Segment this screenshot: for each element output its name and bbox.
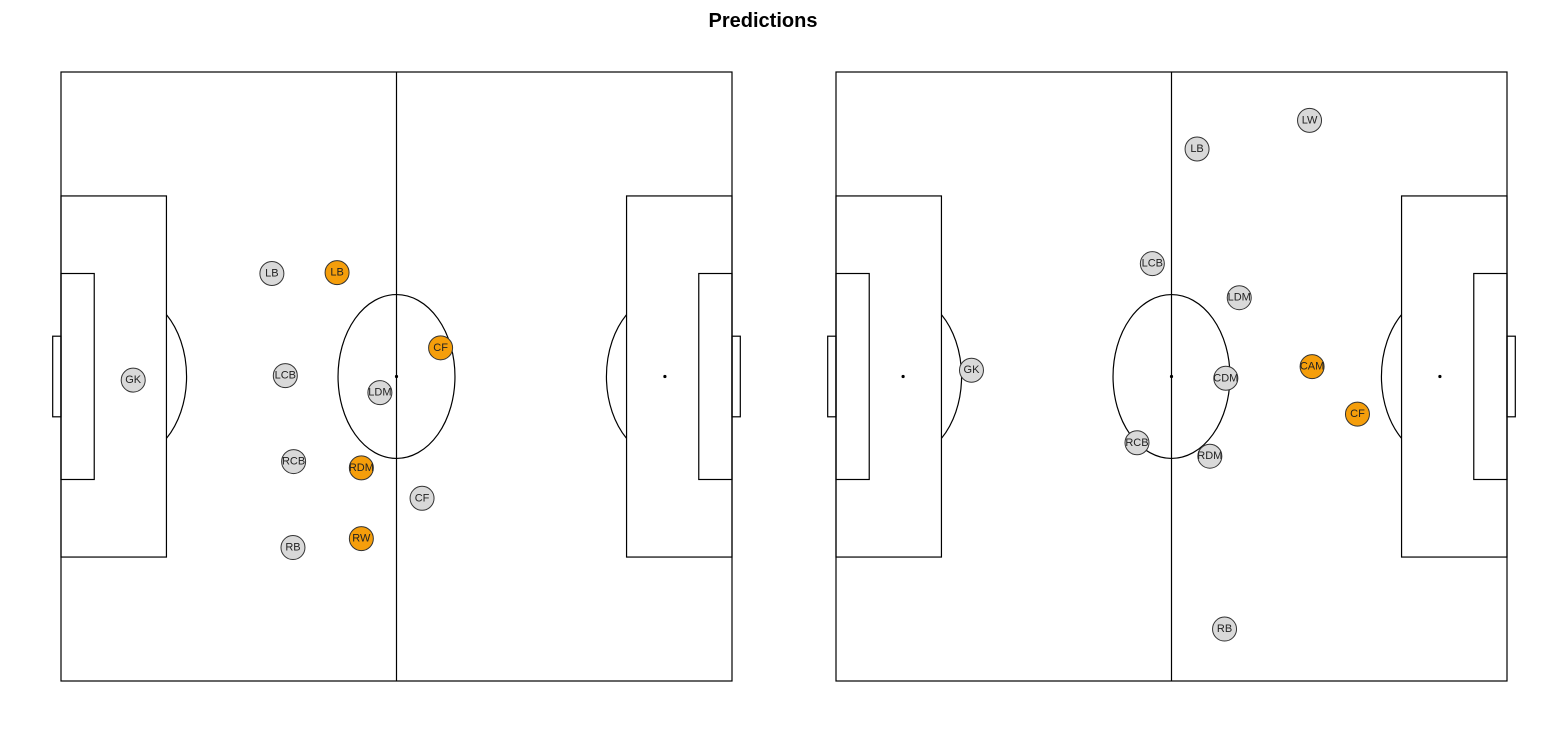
player-label: LDM — [1228, 292, 1251, 304]
player-dot — [280, 535, 306, 561]
player-label: LDM — [368, 387, 391, 399]
pitch-right: LW LB LCB LDM GK CDM RCB RDM RB CAM CF — [827, 71, 1516, 682]
penalty-spot-right — [663, 374, 667, 379]
player-label: CF — [415, 492, 430, 504]
player-marker: GK — [958, 357, 984, 383]
six-yard-box-left — [835, 272, 870, 481]
predicted-player-marker: CAM — [1299, 354, 1325, 380]
player-marker: CDM — [1213, 365, 1239, 391]
goal-left — [52, 335, 62, 418]
player-label: LCB — [275, 370, 296, 382]
penalty-box-left — [835, 195, 943, 558]
player-label: RB — [285, 542, 300, 554]
player-marker: LDM — [1226, 285, 1252, 311]
player-label: CAM — [1300, 361, 1324, 373]
predicted-player-marker: RW — [348, 526, 374, 552]
player-label: RW — [352, 533, 371, 545]
player-marker: RDM — [1197, 443, 1223, 469]
penalty-box-left — [60, 195, 168, 558]
player-marker: LB — [1184, 136, 1210, 162]
penalty-arc-right — [605, 314, 628, 439]
pitch-left: GK LB LCB RCB RB LDM CF LB CF RDM RW — [52, 71, 741, 682]
player-label: LB — [1190, 143, 1203, 155]
penalty-box-right — [625, 195, 733, 558]
player-dot — [1344, 401, 1370, 427]
predicted-player-marker: RDM — [348, 455, 374, 481]
player-label: LW — [1302, 114, 1318, 126]
player-dot — [272, 363, 298, 389]
penalty-spot-right — [1438, 374, 1442, 379]
penalty-arc-left — [165, 314, 188, 439]
player-marker: RB — [280, 535, 306, 561]
player-marker: RCB — [281, 449, 307, 475]
player-marker: GK — [120, 367, 146, 393]
goal-left — [827, 335, 837, 418]
player-dot — [348, 455, 374, 481]
player-label: CF — [433, 342, 448, 354]
page-title: Predictions — [708, 10, 818, 32]
player-label: GK — [964, 364, 981, 376]
player-dot — [1226, 285, 1252, 311]
player-label: LCB — [1142, 258, 1163, 270]
player-label: RDM — [1197, 450, 1222, 462]
player-dot — [367, 380, 393, 406]
player-label: CF — [1350, 408, 1365, 420]
player-label: RCB — [1125, 437, 1148, 449]
player-dot — [1197, 443, 1223, 469]
player-label: LB — [330, 267, 343, 279]
player-marker: RCB — [1124, 430, 1150, 456]
six-yard-box-right — [1473, 272, 1508, 481]
predicted-player-marker: CF — [428, 335, 454, 361]
player-dot — [1124, 430, 1150, 456]
player-marker: LW — [1297, 107, 1323, 133]
penalty-box-right — [1400, 195, 1508, 558]
player-label: RDM — [349, 462, 374, 474]
player-label: RCB — [282, 456, 305, 468]
player-label: LB — [265, 268, 278, 280]
player-marker: RB — [1212, 616, 1238, 642]
penalty-arc-left — [940, 314, 963, 439]
center-circle — [337, 293, 456, 460]
player-dot — [1184, 136, 1210, 162]
player-marker: LDM — [367, 380, 393, 406]
penalty-arc-right — [1380, 314, 1403, 439]
player-marker: LB — [259, 261, 285, 287]
six-yard-box-left — [60, 272, 95, 481]
player-marker: LCB — [272, 363, 298, 389]
player-dot — [1212, 616, 1238, 642]
center-spot — [394, 374, 399, 379]
player-dot — [120, 367, 146, 393]
six-yard-box-right — [698, 272, 733, 481]
goal-right — [731, 335, 741, 418]
player-dot — [1299, 354, 1325, 380]
player-dot — [1213, 365, 1239, 391]
player-dot — [1297, 107, 1323, 133]
player-dot — [1139, 251, 1165, 277]
player-dot — [281, 449, 307, 475]
player-dot — [259, 261, 285, 287]
predicted-player-marker: LB — [324, 260, 350, 286]
center-spot — [1169, 374, 1174, 379]
goal-right — [1506, 335, 1516, 418]
player-dot — [409, 485, 435, 511]
predicted-player-marker: CF — [1344, 401, 1370, 427]
player-label: GK — [125, 374, 142, 386]
player-marker: CF — [409, 485, 435, 511]
player-dot — [324, 260, 350, 286]
player-dot — [428, 335, 454, 361]
player-label: CDM — [1213, 372, 1238, 384]
penalty-spot-left — [901, 374, 905, 379]
player-label: RB — [1217, 623, 1232, 635]
player-dot — [348, 526, 374, 552]
player-dot — [958, 357, 984, 383]
player-marker: LCB — [1139, 251, 1165, 277]
